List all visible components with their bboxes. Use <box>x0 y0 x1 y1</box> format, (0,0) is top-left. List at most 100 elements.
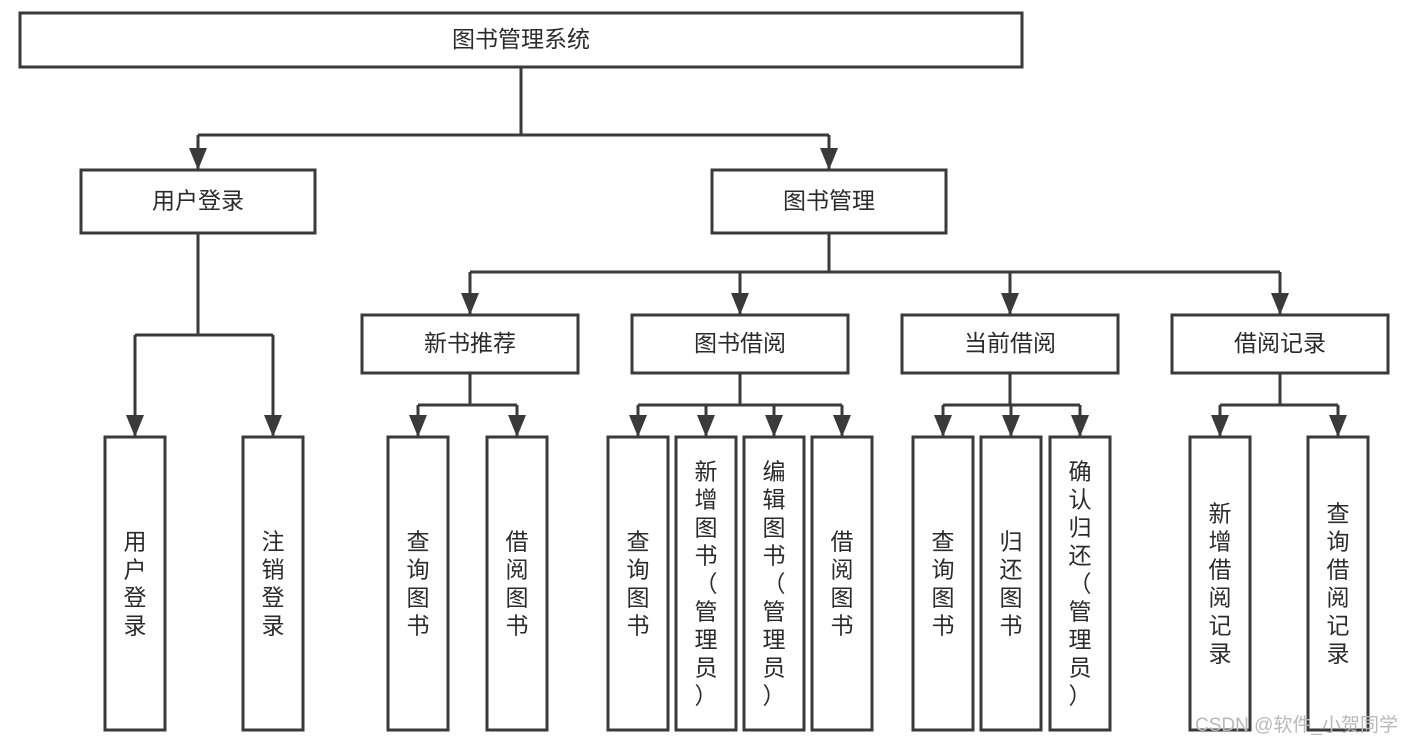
label-char: 认 <box>1069 487 1092 513</box>
label-char: 书 <box>831 613 854 639</box>
node-leaf-borrow-book-1[interactable] <box>485 435 549 732</box>
node-user-login[interactable] <box>79 168 317 235</box>
label-char: 辑 <box>763 487 786 513</box>
label-char: （ <box>1069 571 1092 597</box>
labels-layer: 图书管理系统用户登录图书管理新书推荐图书借阅当前借阅借阅记录用户登录注销登录查询… <box>124 26 1350 709</box>
arrow-root-to-level1 <box>189 148 207 170</box>
node-book-management[interactable] <box>710 168 948 235</box>
label-char: 图 <box>627 585 650 611</box>
arrow-book-management-to-level2 <box>1271 293 1289 315</box>
node-leaf-query-book-2[interactable] <box>606 435 670 732</box>
label-char: 员 <box>1069 655 1092 681</box>
node-root-label: 图书管理系统 <box>452 26 590 52</box>
node-leaf-query-book-1[interactable] <box>386 435 450 732</box>
label-char: 书 <box>932 613 955 639</box>
label-char: 登 <box>124 585 147 611</box>
label-char: 增 <box>1209 529 1232 555</box>
node-leaf-query-book-3[interactable] <box>911 435 975 732</box>
node-borrow-record[interactable] <box>1170 313 1390 375</box>
label-char: 归 <box>1069 515 1092 541</box>
label-char: 图 <box>407 585 430 611</box>
label-char: 管 <box>695 599 718 625</box>
label-char: 新 <box>695 459 718 485</box>
label-char: 还 <box>1069 543 1092 569</box>
label-char: 询 <box>1327 529 1350 555</box>
label-char: 增 <box>695 487 718 513</box>
node-new-book-recommend[interactable] <box>360 313 580 375</box>
node-leaf-user-logout[interactable] <box>241 435 305 732</box>
label-char: 阅 <box>1209 585 1232 611</box>
node-leaf-confirm-return[interactable] <box>1048 435 1112 732</box>
label-char: 注 <box>262 529 285 555</box>
node-leaf-user-login[interactable] <box>103 435 167 732</box>
arrow-new-book-recommend-to-leaf <box>409 415 427 437</box>
label-char: 书 <box>407 613 430 639</box>
label-char: 询 <box>932 557 955 583</box>
arrow-current-borrow-to-leaf <box>934 415 952 437</box>
label-char: 书 <box>506 613 529 639</box>
arrow-current-borrow-to-leaf <box>1002 415 1020 437</box>
node-leaf-borrow-book-2[interactable] <box>810 435 874 732</box>
node-current-borrow-label: 当前借阅 <box>964 330 1056 356</box>
label-char: 登 <box>262 585 285 611</box>
node-root[interactable] <box>18 11 1024 69</box>
node-current-borrow[interactable] <box>900 313 1120 375</box>
arrow-borrow-record-to-leaf <box>1211 415 1229 437</box>
node-new-book-recommend-label: 新书推荐 <box>424 330 516 356</box>
boxes-layer <box>18 11 1390 732</box>
label-char: 员 <box>763 655 786 681</box>
label-char: 录 <box>1327 641 1350 667</box>
label-char: 确 <box>1069 459 1092 485</box>
arrow-new-book-recommend-to-leaf <box>508 415 526 437</box>
label-char: 询 <box>407 557 430 583</box>
node-leaf-add-borrow-record[interactable] <box>1188 435 1252 732</box>
arrow-book-borrow-to-leaf <box>629 415 647 437</box>
label-char: 户 <box>124 557 147 583</box>
arrow-book-management-to-level2 <box>731 293 749 315</box>
csdn-watermark: CSDN @软件_小贺同学 <box>1195 714 1398 736</box>
node-leaf-edit-book[interactable] <box>742 435 806 732</box>
label-char: 查 <box>407 529 430 555</box>
node-leaf-return-book[interactable] <box>979 435 1043 732</box>
label-char: 录 <box>262 613 285 639</box>
label-char: 借 <box>831 529 854 555</box>
arrow-user-login-to-leaf <box>126 415 144 437</box>
label-char: 图 <box>506 585 529 611</box>
label-char: 书 <box>695 543 718 569</box>
label-char: 查 <box>932 529 955 555</box>
node-book-borrow-label: 图书借阅 <box>694 330 786 356</box>
label-char: 阅 <box>831 557 854 583</box>
label-char: 借 <box>1327 557 1350 583</box>
label-char: 阅 <box>506 557 529 583</box>
label-char: 查 <box>627 529 650 555</box>
label-char: 销 <box>262 557 285 583</box>
node-leaf-query-borrow-record[interactable] <box>1306 435 1370 732</box>
arrow-user-login-to-leaf <box>264 415 282 437</box>
label-char: 员 <box>695 655 718 681</box>
label-char: ） <box>1069 683 1092 709</box>
label-char: 图 <box>763 515 786 541</box>
label-char: 理 <box>1069 627 1092 653</box>
label-char: 阅 <box>1327 585 1350 611</box>
label-char: 记 <box>1209 613 1232 639</box>
node-leaf-add-book[interactable] <box>674 435 738 732</box>
label-char: 询 <box>627 557 650 583</box>
label-char: 录 <box>1209 641 1232 667</box>
node-book-borrow[interactable] <box>630 313 850 375</box>
node-borrow-record-label: 借阅记录 <box>1234 330 1326 356</box>
label-char: 理 <box>695 627 718 653</box>
label-char: 图 <box>695 515 718 541</box>
connectors-layer <box>126 67 1347 437</box>
